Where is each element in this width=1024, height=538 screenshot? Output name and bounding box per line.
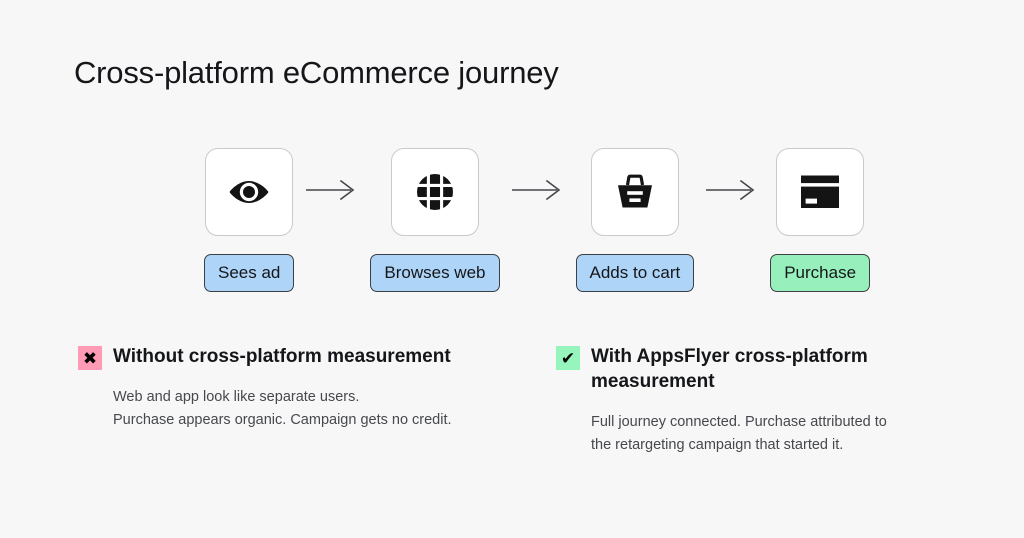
arrow-right-icon <box>705 179 759 205</box>
journey-flow: Sees ad <box>204 148 871 292</box>
comparison-heading-without: ✖ Without cross-platform measurement <box>78 344 556 370</box>
journey-step-purchase[interactable]: Purchase <box>770 148 871 292</box>
icon-card-browses-web[interactable] <box>390 148 479 236</box>
credit-card-icon <box>798 172 842 212</box>
journey-step-label-browses-web[interactable]: Browses web <box>370 254 500 292</box>
comparison-heading-with: ✔ With AppsFlyer cross-platform measurem… <box>556 344 968 395</box>
journey-connector-2 <box>500 148 576 236</box>
icon-card-purchase[interactable] <box>776 148 865 236</box>
journey-step-sees-ad[interactable]: Sees ad <box>204 148 295 292</box>
journey-step-adds-to-cart[interactable]: Adds to cart <box>575 148 695 292</box>
comparison-title-with: With AppsFlyer cross-platform measuremen… <box>591 346 868 393</box>
check-mark-icon: ✔ <box>556 346 580 370</box>
icon-card-adds-to-cart[interactable] <box>590 148 679 236</box>
globe-icon <box>413 170 457 214</box>
eye-icon <box>227 170 271 214</box>
cross-mark-icon: ✖ <box>78 346 102 370</box>
comparison-body-without: Web and app look like separate users. Pu… <box>113 387 556 431</box>
comparison-body-line-2: Purchase appears organic. Campaign gets … <box>113 412 452 429</box>
journey-step-label-purchase[interactable]: Purchase <box>770 254 871 292</box>
page-title: Cross-platform eCommerce journey <box>74 55 559 90</box>
journey-step-label-sees-ad[interactable]: Sees ad <box>204 254 295 292</box>
comparison-column-with: ✔ With AppsFlyer cross-platform measurem… <box>556 344 968 456</box>
comparison-body-line-2: the retargeting campaign that started it… <box>591 436 844 453</box>
journey-step-label-adds-to-cart[interactable]: Adds to cart <box>575 254 695 292</box>
journey-connector-3 <box>694 148 770 236</box>
icon-card-sees-ad[interactable] <box>205 148 294 236</box>
arrow-right-icon <box>305 179 359 205</box>
arrow-right-icon <box>511 179 565 205</box>
comparison-body-line-1: Full journey connected. Purchase attribu… <box>591 413 887 430</box>
comparison-section: ✖ Without cross-platform measurement Web… <box>78 344 968 456</box>
journey-step-browses-web[interactable]: Browses web <box>370 148 500 292</box>
comparison-body-with: Full journey connected. Purchase attribu… <box>591 412 968 456</box>
comparison-column-without: ✖ Without cross-platform measurement Web… <box>78 344 556 456</box>
journey-connector-1 <box>294 148 370 236</box>
comparison-body-line-1: Web and app look like separate users. <box>113 389 360 405</box>
basket-icon <box>613 170 657 214</box>
comparison-title-without: Without cross-platform measurement <box>113 346 451 367</box>
